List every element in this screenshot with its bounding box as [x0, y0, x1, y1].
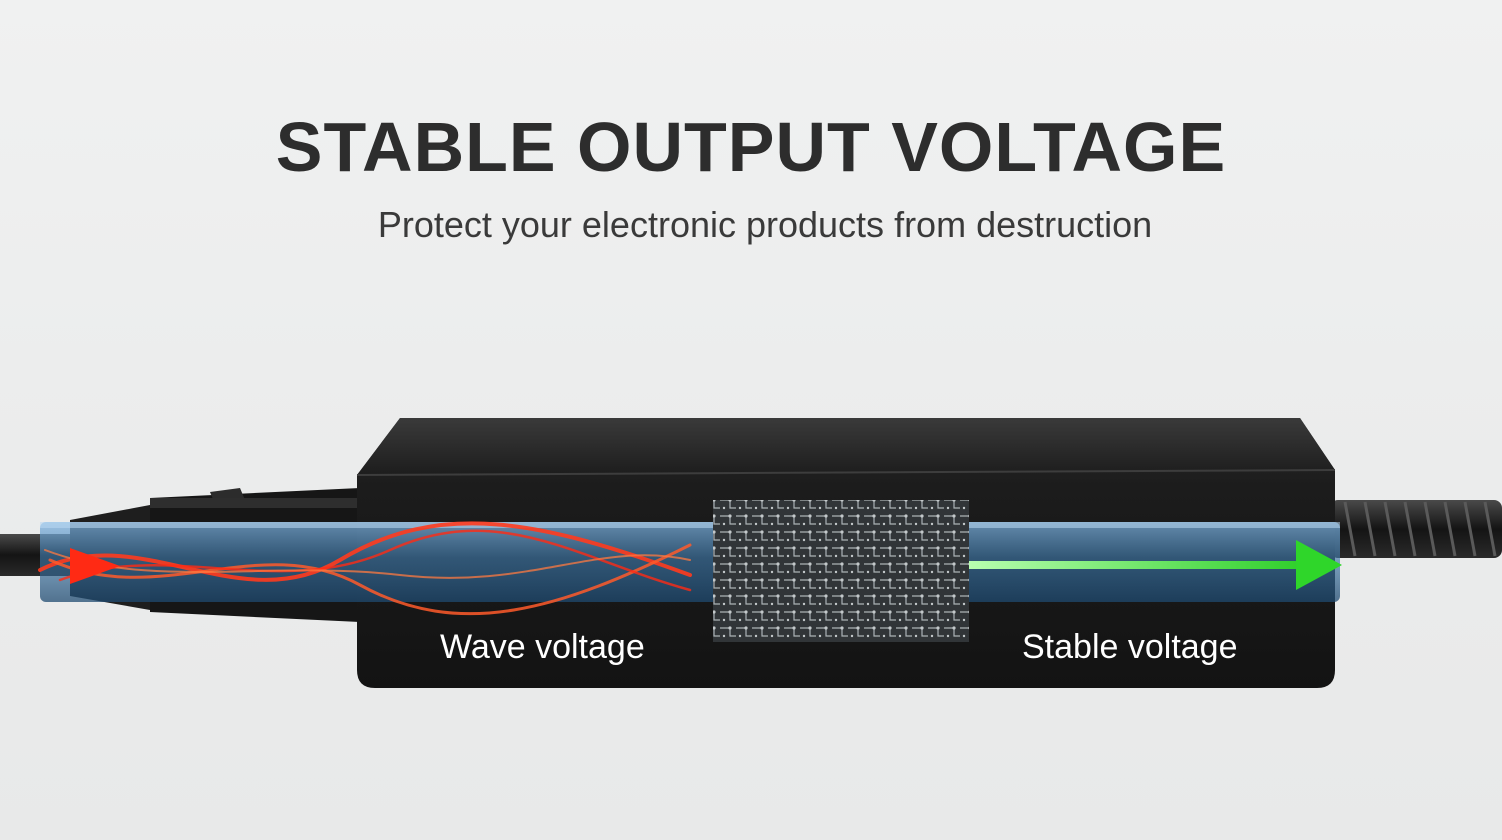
- circuit-board-icon: [713, 500, 969, 642]
- wave-voltage-label: Wave voltage: [440, 628, 645, 666]
- stable-voltage-label: Stable voltage: [1022, 628, 1238, 666]
- page-title: STABLE OUTPUT VOLTAGE: [275, 108, 1227, 186]
- page-subtitle: Protect your electronic products from de…: [377, 204, 1153, 245]
- wave-arrow-icon: [38, 521, 692, 616]
- stable-arrow-icon: [969, 540, 1342, 590]
